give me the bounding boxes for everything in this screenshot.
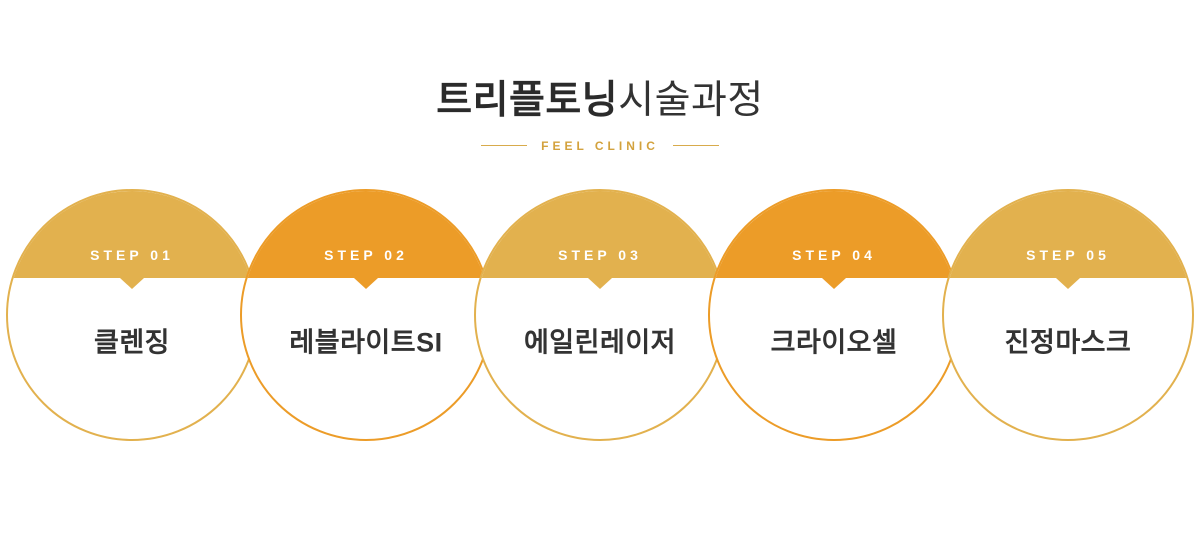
step-circle: STEP 04 크라이오셀 [708,188,960,441]
subtitle-text: FEEL CLINIC [541,138,659,153]
step-name-label: 크라이오셀 [770,327,898,358]
page-title-bold: 트리플토닝 [436,79,619,122]
step-number-label: STEP 02 [324,246,408,263]
step-cap: STEP 05 [944,190,1192,278]
step-cap: STEP 03 [476,190,724,278]
step-cap-notch-icon [1056,277,1080,289]
subtitle-line-right [672,145,719,147]
step-cap-notch-icon [822,277,846,289]
header: 트리플토닝시술과정 FEEL CLINIC [0,0,1200,153]
subtitle: FEEL CLINIC [0,139,1200,153]
step-number-label: STEP 05 [1026,246,1110,263]
step-cap-notch-icon [120,277,144,289]
steps-row: STEP 01 클렌징 STEP 02 레블라이트SI STEP 03 에일린레… [0,188,1200,441]
step-cap-notch-icon [588,277,612,289]
step-cap-notch-icon [354,277,378,289]
step-name-label: 레블라이트SI [289,327,443,358]
step-circle: STEP 01 클렌징 [6,188,258,441]
step-number-label: STEP 04 [792,246,876,263]
step-cap: STEP 02 [242,190,490,278]
step-name-label: 진정마스크 [1004,327,1132,358]
step-circle: STEP 03 에일린레이저 [474,188,726,441]
step-number-label: STEP 03 [558,246,642,263]
step-cap: STEP 04 [710,190,958,278]
page-title-regular: 시술과정 [618,79,764,122]
step-name-label: 클렌징 [93,327,171,358]
step-name-label: 에일린레이저 [523,327,677,358]
step-cap: STEP 01 [8,190,256,278]
step-circle: STEP 05 진정마스크 [942,188,1194,441]
step-number-label: STEP 01 [90,246,174,263]
page-title: 트리플토닝시술과정 [0,79,1200,123]
step-circle: STEP 02 레블라이트SI [240,188,492,441]
subtitle-line-left [481,145,528,147]
